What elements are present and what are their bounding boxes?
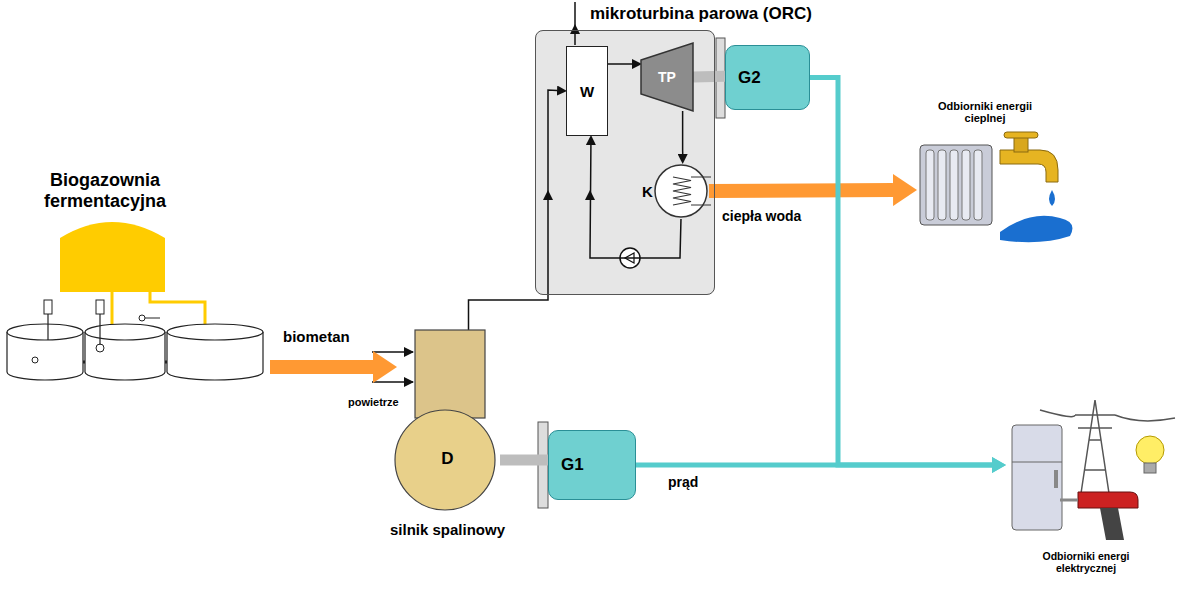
engine-outline: [395, 330, 500, 512]
radiator-fin: [938, 150, 946, 220]
sensor-rod: [99, 312, 100, 345]
node-label: Odbiorniki energii cieplnej: [919, 100, 1051, 124]
radiator-fin: [974, 150, 982, 220]
dark-connector: [590, 145, 681, 258]
power-wire: [1040, 410, 1175, 421]
mixer: [96, 344, 104, 352]
dark-connector: [682, 111, 684, 154]
generator-symbol: [787, 66, 803, 88]
gauge-line: [145, 318, 160, 319]
radiator-fin: [950, 150, 958, 220]
gas-pipe: [150, 292, 205, 328]
water-splash: [1000, 216, 1072, 242]
node-label: K: [642, 183, 653, 200]
generator-symbol: [612, 454, 628, 476]
drill-bit: [1060, 499, 1078, 502]
heat-exchanger-box: W: [566, 46, 608, 136]
dark-connector: [469, 90, 558, 330]
exhaust-out-line: [574, 2, 576, 45]
edge-label: prąd: [668, 474, 698, 490]
radiator-fin: [926, 150, 934, 220]
electric-consumers-group: Odbiorniki energi elektrycznej: [1005, 390, 1175, 590]
fridge-icon: [1012, 425, 1062, 530]
orange-connector: [270, 360, 373, 374]
air-inlet-arrow: [372, 381, 413, 383]
drill-grip: [1100, 508, 1124, 540]
generator-box: G1: [548, 430, 636, 500]
fridge-handle: [1054, 470, 1058, 488]
engine-crankcase: [395, 410, 495, 510]
orc-housing: mikroturbina parowa (ORC)WTPK: [535, 30, 715, 295]
edge-label: biometan: [283, 328, 350, 345]
generator-symbol: [791, 71, 799, 83]
radiator-body: [920, 145, 992, 225]
sensor: [96, 300, 104, 314]
generator-symbol: [616, 459, 624, 471]
node-label: W: [580, 83, 594, 100]
engine-circle: Dsilnik spalinowy: [395, 330, 500, 512]
coil-lead: [691, 205, 711, 206]
radiator-icon: [920, 145, 992, 225]
pylon-frame: [1075, 400, 1115, 500]
turbine-shape: [641, 43, 693, 111]
drive-shaft: [693, 71, 725, 83]
gas-holder-dome: [60, 222, 165, 292]
cond-outline: [641, 163, 709, 219]
coil-lead: [691, 177, 711, 178]
drive-shaft: [500, 454, 548, 465]
orange-connector: [709, 183, 893, 198]
valve: [32, 357, 38, 363]
air-inlet-arrow: [372, 351, 413, 353]
digester-tank-top: [7, 324, 83, 340]
sensor: [44, 300, 52, 314]
power-pylon-icon: [1040, 400, 1175, 500]
trap-outline: [641, 43, 693, 111]
bulb-base: [1144, 463, 1156, 473]
radiator-fin: [962, 150, 970, 220]
node-label: D: [441, 449, 453, 469]
plant-heading-box: Biogazownia fermentacyjna: [15, 170, 270, 395]
drill-icon: [1078, 492, 1138, 508]
digester-tank-top: [85, 324, 165, 340]
dark-connector: [608, 63, 632, 65]
node-label: mikroturbina parowa (ORC): [590, 4, 812, 24]
generator-box: G2: [725, 45, 810, 110]
condenser-circle: K: [641, 163, 709, 219]
node-label: Biogazownia fermentacyjna: [35, 170, 175, 212]
exhaust-arrowhead: [570, 24, 580, 34]
gauge: [139, 315, 145, 321]
heat-consumers-group: Odbiorniki energii cieplnej: [915, 100, 1080, 245]
turbine-trapezoid: TP: [641, 43, 693, 111]
inlet-label: powietrze: [348, 396, 399, 408]
node-label: Odbiorniki energi elektrycznej: [1027, 550, 1145, 574]
condenser-shape: [655, 165, 707, 217]
node-caption: silnik spalinowy: [390, 521, 505, 538]
node-label: G1: [561, 455, 584, 475]
digester-tank-top: [167, 324, 263, 340]
tank-pipe: [83, 361, 85, 364]
tank-pipe: [165, 361, 167, 364]
engine-block: [415, 330, 485, 418]
light-bulb-icon: [1136, 436, 1164, 464]
tap-handle: [1004, 132, 1038, 138]
node-label: G2: [738, 68, 761, 88]
tap-icon: [1000, 150, 1058, 182]
water-drop: [1049, 190, 1055, 206]
fridge-door-line: [1012, 462, 1062, 463]
orc-housing-fill: [535, 30, 715, 295]
node-label: TP: [658, 69, 676, 85]
sensor-rod: [47, 312, 48, 340]
cyan-connector: [810, 78, 992, 466]
edge-label: ciepła woda: [722, 208, 801, 224]
condenser-coil: [673, 177, 691, 205]
